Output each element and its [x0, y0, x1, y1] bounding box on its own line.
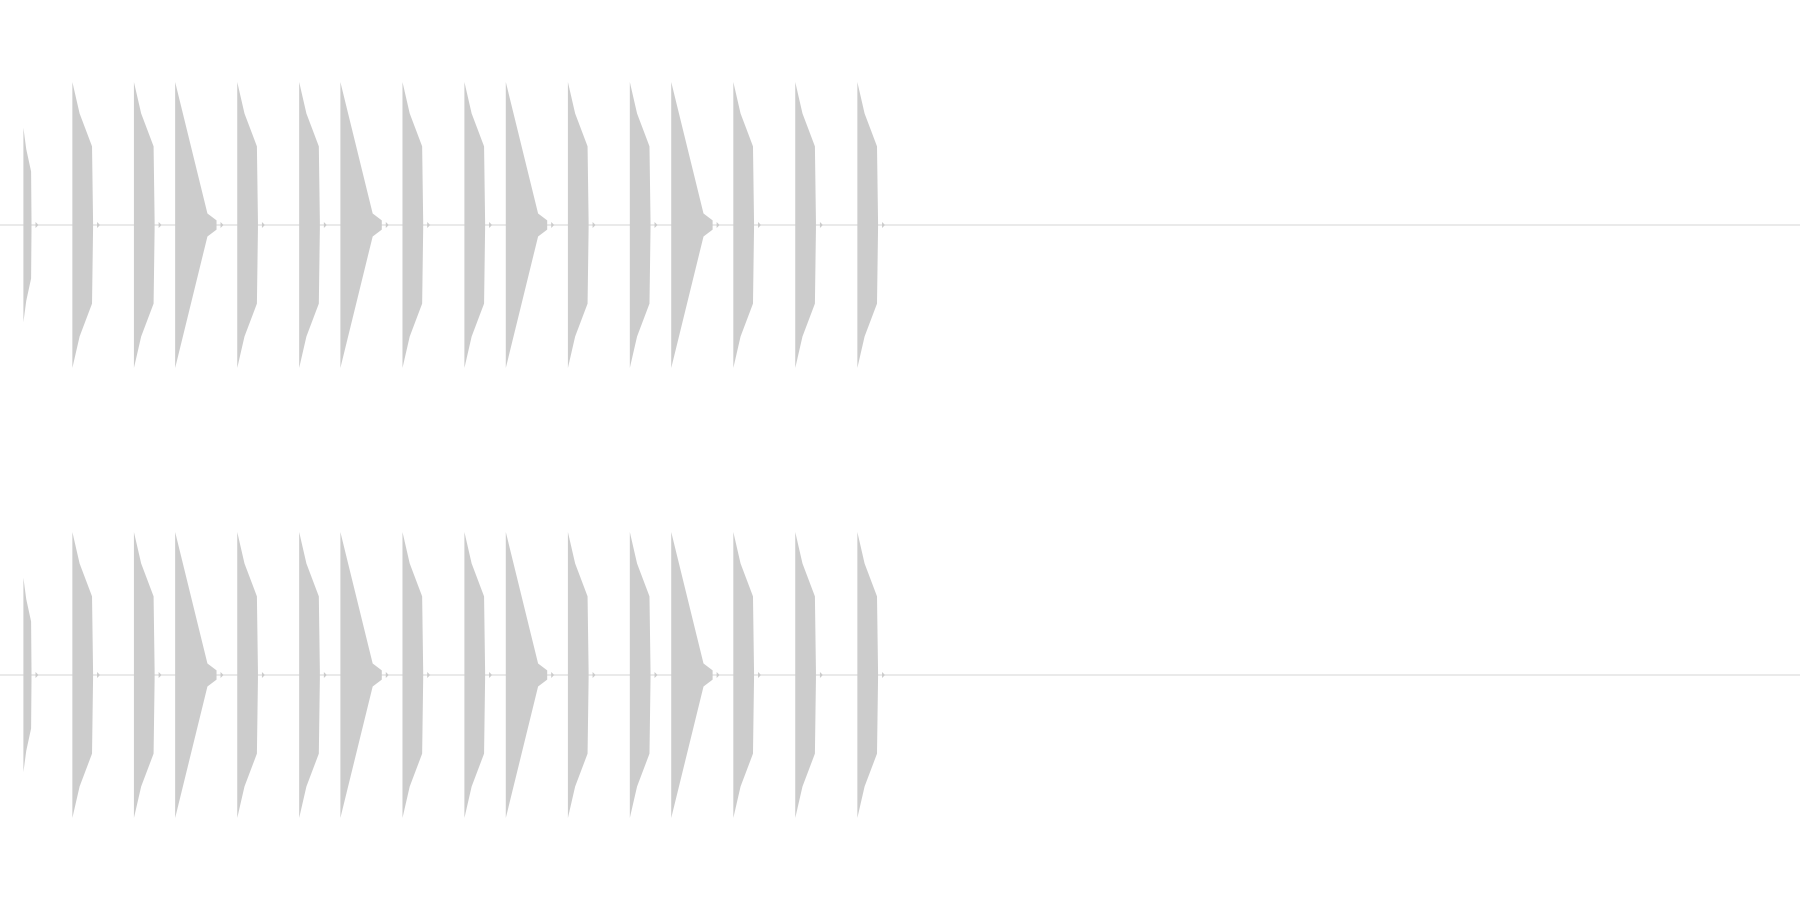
waveform-burst	[464, 82, 486, 368]
waveform-burst	[567, 532, 589, 818]
waveform-channel-2[interactable]	[0, 532, 1800, 818]
waveform-tick	[158, 222, 162, 228]
waveform-burst	[629, 532, 651, 818]
waveform-tick	[323, 672, 327, 678]
waveform-burst	[175, 532, 217, 818]
waveform-burst	[133, 532, 155, 818]
waveform-tick	[654, 672, 658, 678]
waveform-burst	[733, 532, 755, 818]
waveform-tick	[819, 222, 823, 228]
waveform-tick	[385, 672, 389, 678]
waveform-tick	[882, 222, 886, 228]
waveform-burst	[671, 82, 713, 368]
waveform-burst	[299, 82, 320, 368]
waveform-burst	[299, 532, 320, 818]
waveform-tick	[261, 672, 265, 678]
waveform-burst	[133, 82, 155, 368]
waveform-burst	[175, 82, 217, 368]
waveform-tick	[158, 672, 162, 678]
waveform-tick	[882, 672, 886, 678]
waveform-tick	[551, 222, 555, 228]
waveform-tick	[716, 672, 720, 678]
waveform-tick	[654, 222, 658, 228]
waveform-burst	[72, 532, 94, 818]
waveform-tick	[551, 672, 555, 678]
waveform-burst	[671, 532, 713, 818]
waveform-tick	[489, 222, 493, 228]
waveform-tick	[220, 222, 224, 228]
waveform-burst	[857, 532, 879, 818]
waveform-burst	[733, 82, 755, 368]
waveform-tick	[758, 222, 762, 228]
waveform-burst	[795, 532, 816, 818]
waveform-tick	[592, 222, 596, 228]
waveform-burst	[464, 532, 486, 818]
waveform-tick	[427, 222, 431, 228]
waveform-tick	[385, 222, 389, 228]
waveform-tick	[35, 222, 39, 228]
waveform-tick	[819, 672, 823, 678]
waveform-tick	[35, 672, 39, 678]
waveform-burst	[629, 82, 651, 368]
waveform-burst	[340, 82, 382, 368]
waveform-burst	[857, 82, 879, 368]
waveform-burst	[505, 532, 548, 818]
waveform-burst	[402, 82, 424, 368]
waveform-burst	[795, 82, 816, 368]
waveform-tick	[592, 672, 596, 678]
waveform-burst	[72, 82, 94, 368]
waveform-tick	[716, 222, 720, 228]
waveform-burst	[23, 127, 32, 323]
waveform-burst	[402, 532, 424, 818]
waveform-tick	[220, 672, 224, 678]
waveform-burst	[505, 82, 548, 368]
waveform-burst	[340, 532, 382, 818]
waveform-tick	[97, 672, 101, 678]
waveform-tick	[427, 672, 431, 678]
waveform-burst	[23, 577, 32, 773]
waveform-tick	[323, 222, 327, 228]
waveform-channel-1[interactable]	[0, 82, 1800, 368]
waveform-burst	[237, 532, 258, 818]
waveform-burst	[567, 82, 589, 368]
waveform-burst	[237, 82, 258, 368]
waveform-tick	[758, 672, 762, 678]
waveform-tick	[489, 672, 493, 678]
waveform-tick	[97, 222, 101, 228]
waveform-tick	[261, 222, 265, 228]
